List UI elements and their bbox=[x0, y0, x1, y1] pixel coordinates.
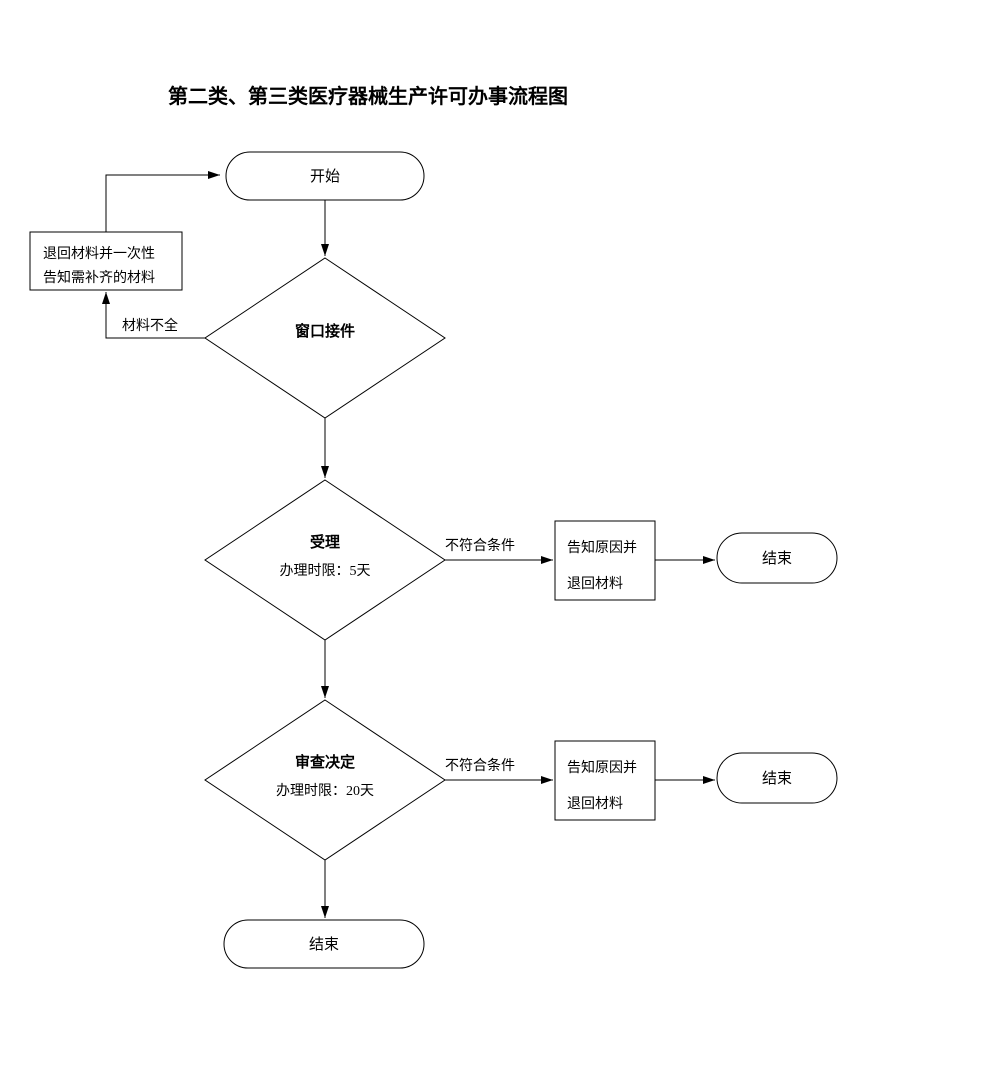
notify-return-2-line2: 退回材料 bbox=[567, 796, 623, 812]
edge-label-materials-incomplete: 材料不全 bbox=[122, 317, 178, 334]
edge-window-to-returnbox bbox=[102, 292, 205, 339]
review-decision-time-limit: 办理时限：20天 bbox=[276, 783, 374, 799]
review-decision-label: 审查决定 bbox=[295, 753, 355, 771]
end-final-node bbox=[223, 919, 425, 969]
notify-return-node-2 bbox=[554, 740, 656, 821]
return-materials-node bbox=[29, 231, 183, 291]
notify-return-node-1 bbox=[554, 520, 656, 601]
window-accept-node bbox=[204, 257, 446, 419]
acceptance-node bbox=[204, 479, 446, 641]
notify-return-1-line1: 告知原因并 bbox=[567, 539, 637, 556]
start-node bbox=[225, 151, 425, 201]
start-node-label: 开始 bbox=[310, 168, 340, 185]
acceptance-label: 受理 bbox=[310, 533, 340, 551]
end-node-1-label: 结束 bbox=[762, 550, 792, 567]
page-title: 第二类、第三类医疗器械生产许可办事流程图 bbox=[168, 84, 568, 108]
edge-label-not-meet-conditions-1: 不符合条件 bbox=[445, 537, 515, 554]
window-accept-label: 窗口接件 bbox=[295, 322, 355, 340]
end-node-2 bbox=[716, 752, 838, 804]
end-final-label: 结束 bbox=[309, 936, 339, 953]
review-decision-node bbox=[204, 699, 446, 861]
edge-label-not-meet-conditions-2: 不符合条件 bbox=[445, 757, 515, 774]
return-materials-line1: 退回材料并一次性 bbox=[43, 246, 155, 262]
notify-return-2-line1: 告知原因并 bbox=[567, 759, 637, 776]
notify-return-1-line2: 退回材料 bbox=[567, 576, 623, 592]
acceptance-time-limit: 办理时限：5天 bbox=[280, 563, 371, 579]
edge-returnbox-to-start bbox=[105, 171, 220, 232]
return-materials-line2: 告知需补齐的材料 bbox=[43, 269, 155, 286]
end-node-1 bbox=[716, 532, 838, 584]
end-node-2-label: 结束 bbox=[762, 770, 792, 787]
